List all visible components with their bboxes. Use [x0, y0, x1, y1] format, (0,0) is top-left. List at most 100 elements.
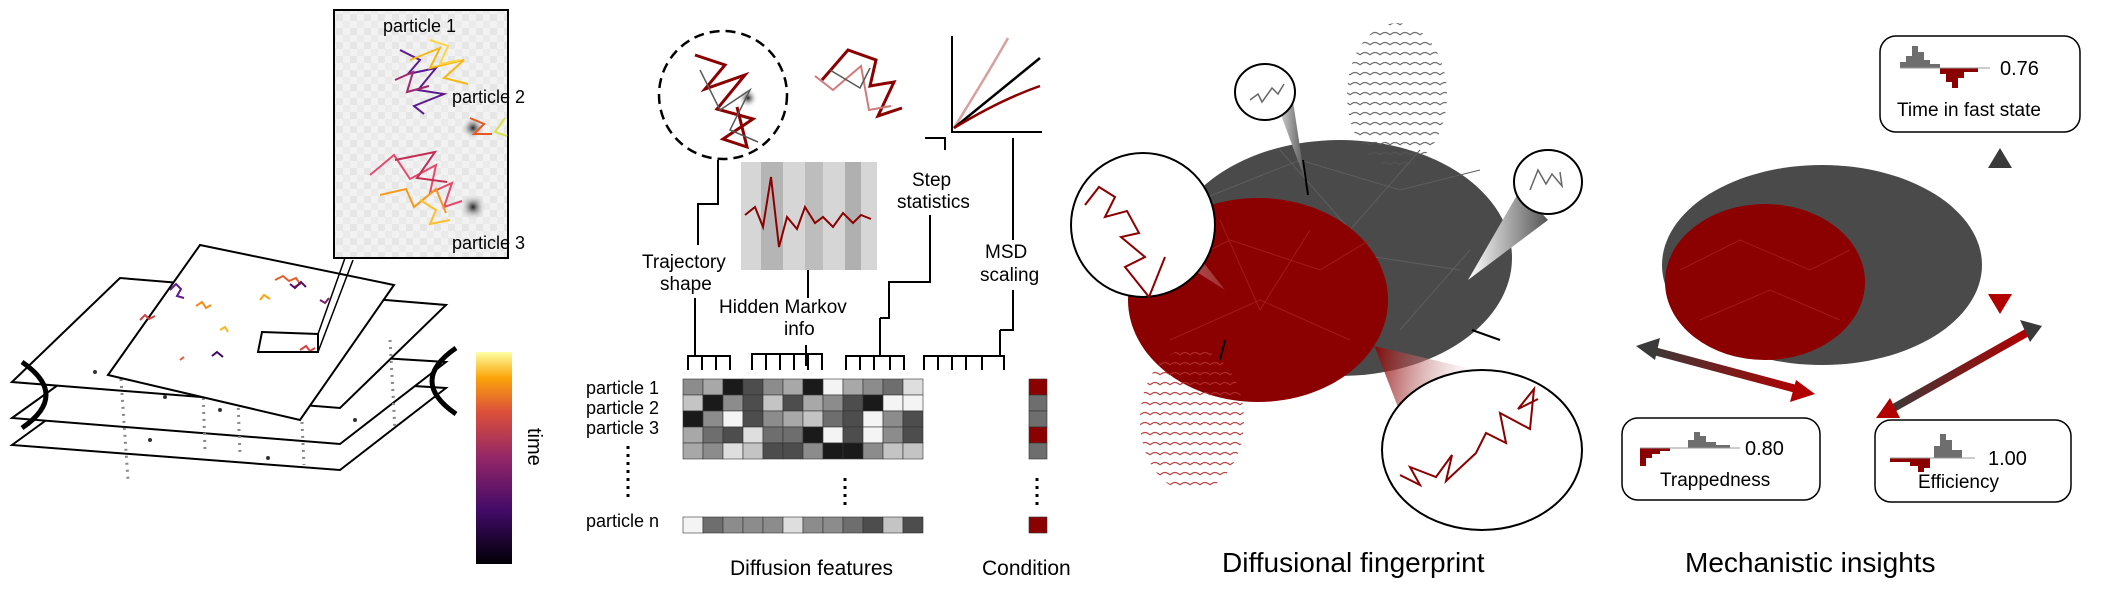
heatmap-cell: [762, 442, 784, 460]
heatmap-cell: [882, 516, 904, 534]
heatmap-cell: [722, 410, 744, 428]
heatmap-cell: [782, 426, 804, 444]
connectors: [687, 137, 1014, 370]
heatmap-cell: [842, 442, 864, 460]
metric-value-trap: 0.80: [1745, 438, 1784, 460]
heatmap-cell: [722, 516, 744, 534]
arrow-right: [1876, 320, 2042, 418]
heatmap-cell: [902, 426, 924, 444]
heatmap-cell: [842, 410, 864, 428]
callout-red-bottom: [1381, 369, 1583, 531]
heatmap-cell: [682, 394, 704, 412]
heatmap-cell: [802, 516, 824, 534]
row-label-particle-n: particle n: [586, 511, 659, 531]
heatmap-cell: [802, 426, 824, 444]
heatmap-cell: [802, 394, 824, 412]
label-scaling: scaling: [980, 265, 1039, 286]
metric-label-trap: Trappedness: [1660, 470, 1770, 491]
card-efficiency: 1.00 Efficiency: [1874, 419, 2072, 503]
panel4-title: Mechanistic insights: [1685, 547, 1936, 578]
heatmap-cell: [682, 516, 704, 534]
fingerprint-gray: [1347, 23, 1447, 167]
heatmap-cell: [782, 410, 804, 428]
label-step: Step: [912, 170, 951, 191]
heatmap-cell: [862, 410, 884, 428]
heatmap-cell: [702, 426, 724, 444]
arrow-left: [1636, 338, 1815, 402]
heatmap-cell: [762, 426, 784, 444]
label-statistics: statistics: [897, 192, 970, 213]
panel-diffusional-fingerprint: Diffusional fingerprint: [1070, 23, 1583, 578]
heatmap-cell: [782, 516, 804, 534]
heatmap-cell: [682, 378, 704, 396]
heatmap-cell: [682, 442, 704, 460]
heatmap-cell: [682, 426, 704, 444]
heatmap-cell: [742, 394, 764, 412]
heatmap-cell: [782, 394, 804, 412]
heatmap-cell: [862, 394, 884, 412]
trajectory-shape-icon: [657, 29, 789, 161]
heatmap-cell: [702, 378, 724, 396]
heatmap-cell: [722, 394, 744, 412]
row-label-particle-2: particle 2: [586, 398, 659, 418]
heatmap-cell: [682, 410, 704, 428]
panel-feature-extraction: Trajectory shape Hidden Markov info Step…: [586, 29, 1071, 580]
heatmap-cell: [822, 378, 844, 396]
condition-cell: [1028, 410, 1048, 428]
metric-value-eff: 1.00: [1988, 448, 2027, 470]
heatmap-cell: [842, 516, 864, 534]
heatmap-cell: [702, 516, 724, 534]
metric-label-eff: Efficiency: [1918, 472, 1999, 493]
heatmap-cell: [742, 426, 764, 444]
heatmap-cell: [702, 394, 724, 412]
heatmap-cell: [722, 426, 744, 444]
heatmap-cell: [802, 410, 824, 428]
step-statistics-icon: [814, 48, 903, 119]
heatmap-cell: [902, 410, 924, 428]
card-trappedness: 0.80 Trappedness: [1621, 417, 1821, 501]
heatmap-cell: [882, 378, 904, 396]
heatmap-cell: [762, 410, 784, 428]
red-ellipsoid-2: [1665, 204, 1865, 360]
condition-cell: [1028, 378, 1048, 396]
heatmap-cell: [882, 410, 904, 428]
label-msd: MSD: [985, 242, 1027, 263]
row-label-particle-1: particle 1: [586, 378, 659, 398]
condition-cell: [1028, 442, 1048, 460]
heatmap-cell: [762, 378, 784, 396]
heatmap-cell: [902, 378, 924, 396]
row-label-particle-3: particle 3: [586, 418, 659, 438]
heatmap-cell: [902, 516, 924, 534]
msd-scaling-icon: [951, 36, 1042, 133]
heatmap-cell: [842, 378, 864, 396]
heatmap-cell: [882, 426, 904, 444]
condition-cell: [1028, 516, 1048, 534]
hidden-markov-signal: [741, 162, 877, 270]
heatmap-cell: [822, 410, 844, 428]
label-shape: shape: [660, 274, 712, 295]
heatmap-cell: [822, 394, 844, 412]
panel-trajectory-planes: particle 1 particle 2 particle 3 time: [9, 9, 545, 564]
inset-label-particle-3: particle 3: [452, 233, 525, 253]
feature-heatmap: [682, 378, 1048, 534]
callout-gray-right: [1513, 149, 1583, 215]
inset: particle 1 particle 2 particle 3: [333, 9, 525, 259]
xlabel-condition: Condition: [982, 557, 1071, 580]
callout-gray-top: [1234, 63, 1296, 121]
heatmap-cell: [782, 378, 804, 396]
colorbar-label: time: [523, 428, 545, 466]
inset-label-particle-2: particle 2: [452, 87, 525, 107]
label-info: info: [784, 319, 815, 340]
heatmap-cell: [802, 442, 824, 460]
label-trajectory: Trajectory: [642, 252, 726, 273]
heatmap-cell: [822, 426, 844, 444]
heatmap-cell: [862, 442, 884, 460]
condition-cell: [1028, 394, 1048, 412]
heatmap-cell: [862, 426, 884, 444]
panel3-title: Diffusional fingerprint: [1222, 547, 1485, 578]
heatmap-cell: [762, 516, 784, 534]
heatmap-cell: [702, 410, 724, 428]
metric-label-fast: Time in fast state: [1897, 100, 2041, 121]
heatmap-cell: [842, 394, 864, 412]
